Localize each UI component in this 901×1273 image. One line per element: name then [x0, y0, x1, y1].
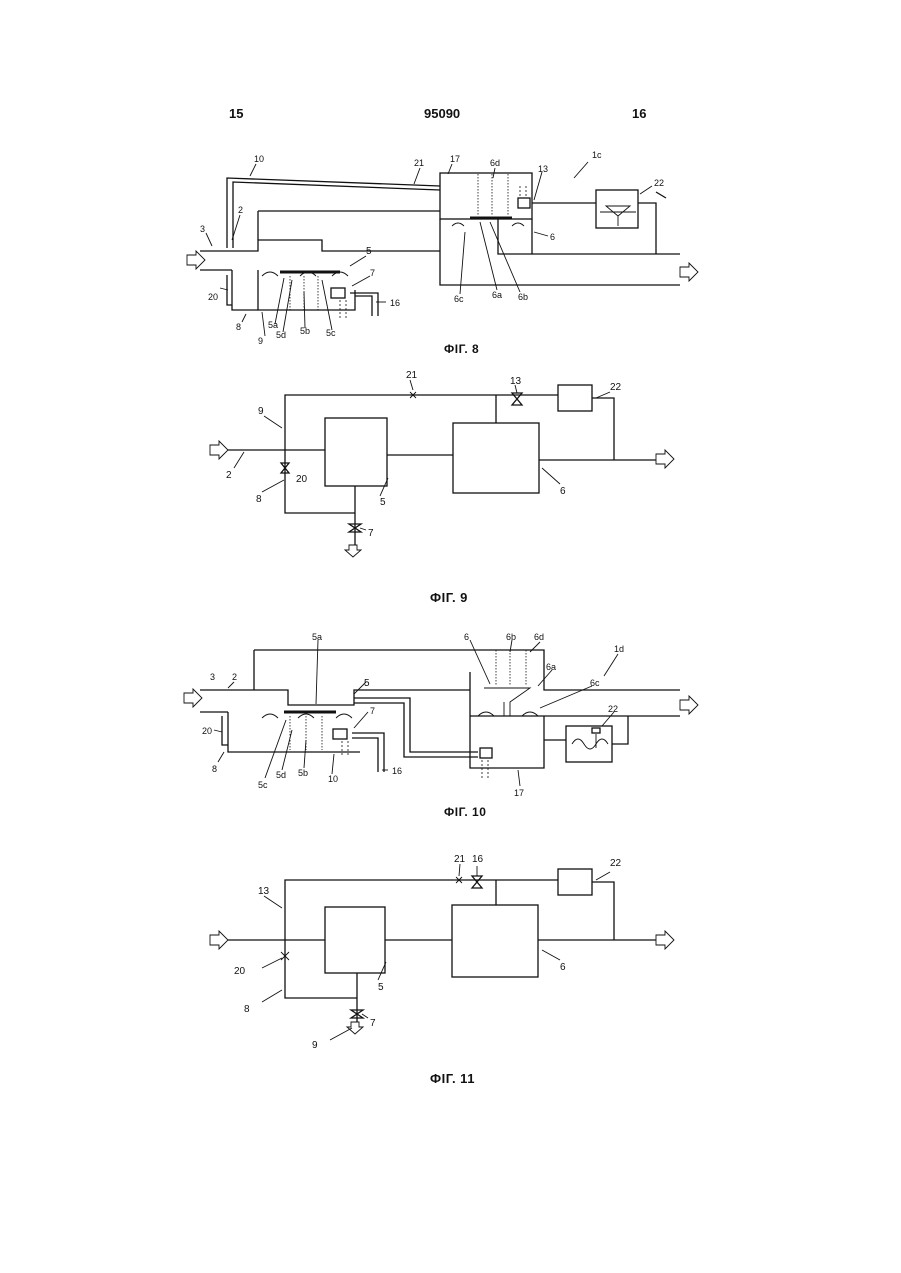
fig8-label-6c: 6c [454, 294, 464, 304]
fig8-label-6: 6 [550, 232, 555, 242]
fig8-label-21: 21 [414, 158, 424, 168]
fig8-label-2: 2 [238, 205, 243, 215]
figure-8-diagram: 10 21 17 6d 13 1c 22 6 6c 6a 6b 5 7 16 2… [187, 150, 698, 346]
fig10-label-6a: 6a [546, 662, 556, 672]
fig10-label-6b: 6b [506, 632, 516, 642]
fig10-label-17: 17 [514, 788, 524, 798]
fig9-label-20: 20 [296, 474, 308, 485]
fig11-label-22: 22 [610, 858, 622, 869]
fig10-label-5b: 5b [298, 768, 308, 778]
figure-9-diagram: 9 21 13 22 5 6 7 8 20 2 [210, 370, 674, 557]
fig10-label-6c: 6c [590, 678, 600, 688]
fig8-label-17: 17 [450, 154, 460, 164]
fig8-label-5: 5 [366, 246, 372, 257]
block-5 [325, 907, 385, 973]
fig11-label-21: 21 [454, 854, 466, 865]
inlet-arrow-icon [210, 931, 228, 949]
fig10-label-20: 20 [202, 726, 212, 736]
fig10-label-8: 8 [212, 764, 217, 774]
fig8-label-13: 13 [538, 164, 548, 174]
fig10-label-5: 5 [364, 678, 370, 689]
fig11-label-7: 7 [370, 1018, 376, 1029]
fig11-label-5: 5 [378, 982, 384, 993]
outlet-arrow-icon [680, 696, 698, 714]
fig8-label-3: 3 [200, 224, 205, 234]
fig8-label-20: 20 [208, 292, 218, 302]
block-22 [558, 869, 592, 895]
fig10-label-1d: 1d [614, 644, 624, 654]
inlet-arrow-icon [210, 441, 228, 459]
fig10-label-5a: 5a [312, 632, 322, 642]
fig8-label-5b: 5b [300, 326, 310, 336]
fig8-label-1c: 1c [592, 150, 602, 160]
block-22 [558, 385, 592, 411]
fig8-label-9: 10 [254, 154, 264, 164]
fig8-label-6d: 6d [490, 158, 500, 168]
fig9-label-6: 6 [560, 486, 566, 497]
block-5 [325, 418, 387, 486]
fig11-label-8: 8 [244, 1004, 250, 1015]
block-6 [452, 905, 538, 977]
fig10-label-10: 10 [328, 774, 338, 784]
fig9-label-22: 22 [610, 382, 622, 393]
fig8-label-7: 7 [370, 268, 375, 278]
fig8-label-8: 8 [236, 322, 241, 332]
fig8-label-16: 16 [390, 298, 400, 308]
fig10-label-16: 16 [392, 766, 402, 776]
fig10-label-2: 2 [232, 672, 237, 682]
fig8-label-5d: 5d [276, 330, 286, 340]
figure-11-diagram: 13 21 16 22 5 6 7 8 20 9 [210, 854, 674, 1051]
fig10-label-7: 7 [370, 706, 375, 716]
fig8-label-6a: 6a [492, 290, 502, 300]
block-6 [453, 423, 539, 493]
fig10-label-3: 3 [210, 672, 215, 682]
fig10-label-6d: 6d [534, 632, 544, 642]
fig8-label-10: 9 [258, 336, 263, 346]
outlet-arrow-icon [656, 450, 674, 468]
outlet-arrow-icon [656, 931, 674, 949]
fig9-label-7: 7 [368, 528, 374, 539]
fig11-label-9: 13 [258, 886, 270, 897]
fig10-label-22: 22 [608, 704, 618, 714]
inlet-arrow-icon [187, 251, 205, 269]
fig8-label-5a: 5a [268, 320, 278, 330]
fig9-label-13: 13 [510, 376, 522, 387]
fig10-label-5d: 5d [276, 770, 286, 780]
inlet-arrow-icon [184, 689, 202, 707]
figure-10-diagram: 5a 6 6b 6d 6a 6c 1d 22 5 7 16 20 8 5c 5d… [184, 632, 698, 798]
fig9-label-5: 5 [380, 497, 386, 508]
drain-arrow-icon [347, 1022, 363, 1034]
fig10-label-5c: 5c [258, 780, 268, 790]
fig11-label-13: 16 [472, 854, 484, 865]
drain-arrow-icon [345, 545, 361, 557]
fig11-label-20: 20 [234, 966, 246, 977]
fig9-label-8: 8 [256, 494, 262, 505]
fig11-label-16: 9 [312, 1040, 318, 1051]
outlet-arrow-icon [680, 263, 698, 281]
fig8-label-6b: 6b [518, 292, 528, 302]
fig11-label-6: 6 [560, 962, 566, 973]
fig8-label-22: 22 [654, 178, 664, 188]
fig10-label-6: 6 [464, 632, 469, 642]
fig9-label-9: 9 [258, 406, 264, 417]
fig8-label-5c: 5c [326, 328, 336, 338]
fig9-label-2: 2 [226, 470, 232, 481]
fig9-label-21: 21 [406, 370, 418, 381]
